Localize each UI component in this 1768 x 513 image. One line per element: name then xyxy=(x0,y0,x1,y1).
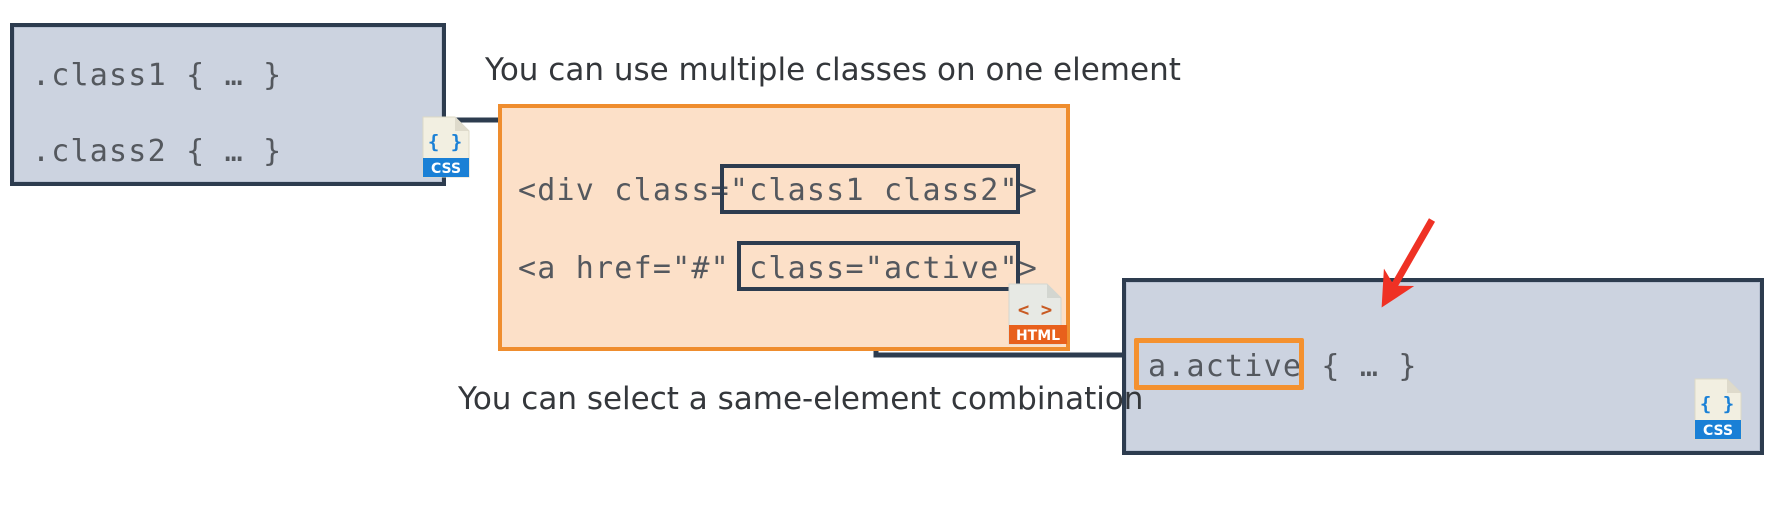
html-code-line-1: <div class="class1 class2"> xyxy=(518,173,1039,208)
css-rule-line-1: .class1 { … } xyxy=(32,58,283,93)
css-file-icon: { } CSS xyxy=(1694,378,1742,440)
css-combination-panel: a.active { … } xyxy=(1122,278,1764,455)
css-rule-line-2: .class2 { … } xyxy=(32,134,283,169)
svg-text:CSS: CSS xyxy=(431,161,461,177)
css-combination-line: a.active { … } xyxy=(1148,349,1418,384)
css-rules-panel: .class1 { … } .class2 { … } xyxy=(10,23,446,186)
html-file-icon: < > HTML xyxy=(1008,283,1067,345)
css-file-icon: { } CSS xyxy=(422,116,470,178)
html-code-line-2: <a href="#" class="active"> xyxy=(518,251,1039,286)
html-markup-panel: <div class="class1 class2"> <a href="#" … xyxy=(498,104,1070,351)
svg-text:< >: < > xyxy=(1018,299,1052,321)
caption-multiple-classes: You can use multiple classes on one elem… xyxy=(485,52,1181,88)
caption-same-element-combination: You can select a same-element combinatio… xyxy=(458,381,1144,417)
svg-text:{ }: { } xyxy=(1700,393,1734,415)
svg-text:{ }: { } xyxy=(428,131,462,153)
svg-text:CSS: CSS xyxy=(1703,423,1733,439)
svg-text:HTML: HTML xyxy=(1016,328,1060,344)
